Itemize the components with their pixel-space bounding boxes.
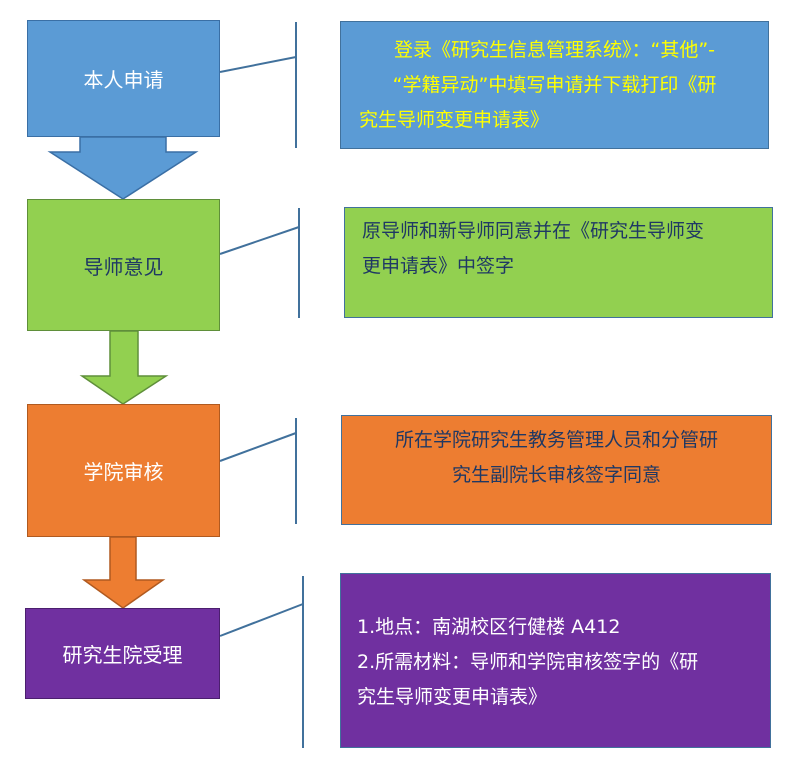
step-self-apply: 本人申请: [27, 20, 220, 137]
step-label: 研究生院受理: [62, 643, 183, 667]
note-line: 登录《研究生信息管理系统》：“其他”-: [393, 39, 716, 61]
note-line: 究生导师变更申请表》: [357, 686, 548, 708]
step-label: 学院审核: [83, 460, 164, 484]
step-graduate-school-accept: 研究生院受理: [25, 608, 220, 699]
note-line: 2.所需材料：导师和学院审核签字的《研: [357, 651, 699, 673]
step-college-review: 学院审核: [27, 404, 220, 537]
note-line: 究生导师变更申请表》: [359, 109, 550, 131]
note-line: 究生副院长审核签字同意: [451, 464, 661, 486]
leader-3: [219, 432, 297, 462]
note-line: 更申请表》中签字: [362, 255, 515, 277]
note-supervisor-opinion: 原导师和新导师同意并在《研究生导师变 更申请表》中签字: [344, 207, 773, 318]
note-line: 所在学院研究生教务管理人员和分管研: [394, 429, 718, 451]
note-line: 1.地点：南湖校区行健楼 A412: [357, 616, 621, 638]
leader-1: [219, 56, 297, 73]
note-college-review: 所在学院研究生教务管理人员和分管研 究生副院长审核签字同意: [341, 415, 772, 525]
note-self-apply: 登录《研究生信息管理系统》：“其他”- “学籍异动”中填写申请并下载打印《研 究…: [340, 21, 769, 149]
arrow-down-3: [81, 536, 166, 609]
step-label: 本人申请: [83, 68, 164, 92]
arrow-down-2: [79, 330, 169, 405]
step-supervisor-opinion: 导师意见: [27, 199, 220, 331]
step-label: 导师意见: [83, 254, 164, 279]
note-graduate-school-accept: 1.地点：南湖校区行健楼 A412 2.所需材料：导师和学院审核签字的《研 究生…: [340, 573, 771, 748]
note-line: 原导师和新导师同意并在《研究生导师变: [362, 220, 705, 242]
arrow-down-1: [47, 136, 199, 200]
note-line: “学籍异动”中填写申请并下载打印《研: [392, 74, 717, 96]
leader-2: [219, 226, 300, 255]
leader-4: [219, 603, 304, 637]
